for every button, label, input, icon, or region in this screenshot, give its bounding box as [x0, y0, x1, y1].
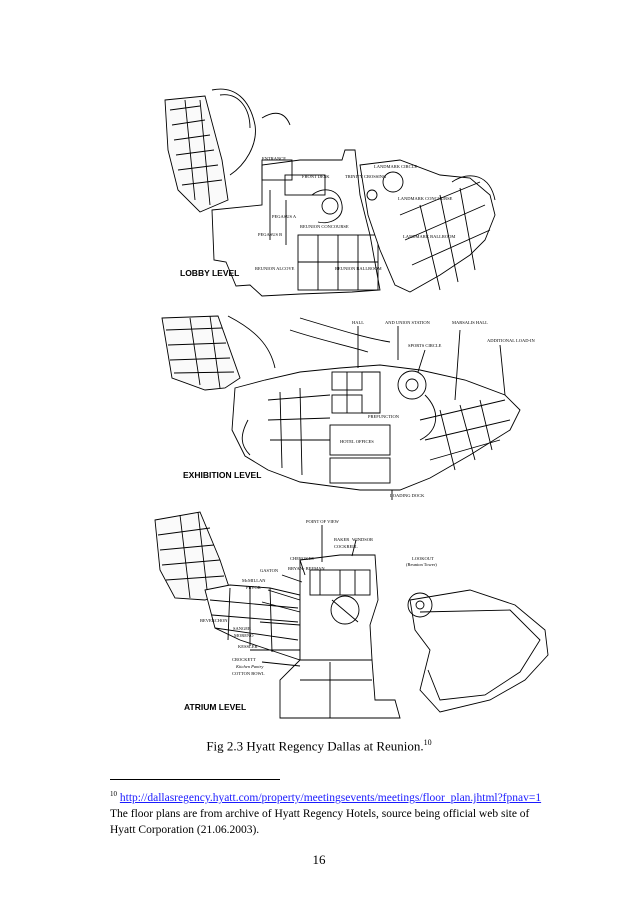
- label-sanger: SANGER: [233, 626, 251, 631]
- label-reunion-concourse: REUNION CONCOURSE: [300, 224, 349, 229]
- label-crockett: CROCKETT: [232, 657, 256, 662]
- label-sports-circle: SPORTS CIRCLE: [408, 343, 442, 348]
- label-landmark-concourse: LANDMARK CONCOURSE: [398, 196, 453, 201]
- label-cotton-bowl: COTTON BOWL: [232, 671, 265, 676]
- floor-plans-figure: LOBBY LEVEL: [154, 88, 549, 719]
- atrium-level-plan: ATRIUM LEVEL: [154, 511, 549, 719]
- label-marsalis-hall: MARSALIS HALL: [452, 320, 488, 325]
- label-pegasus-b: PEGASUS B: [258, 232, 282, 237]
- label-point-of-view: POINT OF VIEW: [306, 519, 340, 524]
- exhibition-level-plan: EXHIBITION LEVEL: [161, 315, 521, 500]
- label-reunion-alcove: REUNION ALCOVE: [255, 266, 295, 271]
- label-union-station: AND UNION STATION: [385, 320, 431, 325]
- label-hall: HALL: [352, 320, 364, 325]
- label-kitchen-pantry: Kitchen Pantry: [235, 664, 263, 669]
- label-landmark-ballroom: LANDMARK BALLROOM: [403, 234, 455, 239]
- label-pryor: PRYOR: [246, 585, 261, 590]
- footnote-separator: [110, 779, 280, 780]
- figure-caption: Fig 2.3 Hyatt Regency Dallas at Reunion.…: [206, 738, 432, 754]
- label-mcmillan: McMILLAN: [242, 578, 266, 583]
- label-moreno: MORENO: [234, 633, 254, 638]
- footnote: 10 http://dallasregency.hyatt.com/proper…: [110, 786, 550, 838]
- label-reunion-tower: (Reunion Tower): [406, 562, 437, 567]
- footnote-text: The floor plans are from archive of Hyat…: [110, 807, 530, 836]
- label-cherokee: CHEROKEE: [290, 556, 314, 561]
- label-gaston: GASTON: [260, 568, 279, 573]
- page-number: 16: [312, 852, 326, 867]
- exhibition-level-label: EXHIBITION LEVEL: [183, 470, 261, 480]
- label-loading-dock: LOADING DOCK: [390, 493, 425, 498]
- footnote-link[interactable]: http://dallasregency.hyatt.com/property/…: [119, 791, 542, 804]
- label-additional-loadin: ADDITIONAL LOAD-IN: [487, 338, 535, 343]
- label-baker: BAKER: [334, 537, 349, 542]
- label-lookout: LOOKOUT: [412, 556, 434, 561]
- label-reunion-ballroom: REUNION BALLROOM: [335, 266, 382, 271]
- footnote-number: 10: [110, 790, 117, 798]
- label-hotel-offices: HOTEL OFFICES: [340, 439, 374, 444]
- label-entrance: ENTRANCE: [262, 156, 286, 161]
- label-pegasus-a: PEGASUS A: [272, 214, 297, 219]
- label-landmark-circle: LANDMARK CIRCLE: [374, 164, 417, 169]
- label-beverchon: BEVERCHON: [200, 618, 228, 623]
- lobby-level-plan: LOBBY LEVEL: [164, 88, 496, 297]
- label-trinity-crossing: TRINITY CROSSING: [345, 174, 387, 179]
- label-front-desk: FRONT DESK: [302, 174, 330, 179]
- lobby-level-label: LOBBY LEVEL: [180, 268, 239, 278]
- label-cockrell: COCKRELL: [334, 544, 358, 549]
- label-bryan-beeman: BRYAN- BEEMAN: [288, 566, 325, 571]
- atrium-level-label: ATRIUM LEVEL: [184, 702, 246, 712]
- label-windsor: WINDSOR: [352, 537, 373, 542]
- caption-footnote-ref: 10: [423, 738, 432, 747]
- label-prefunction: PREFUNCTION: [368, 414, 400, 419]
- label-kessler: KESSLER: [238, 644, 258, 649]
